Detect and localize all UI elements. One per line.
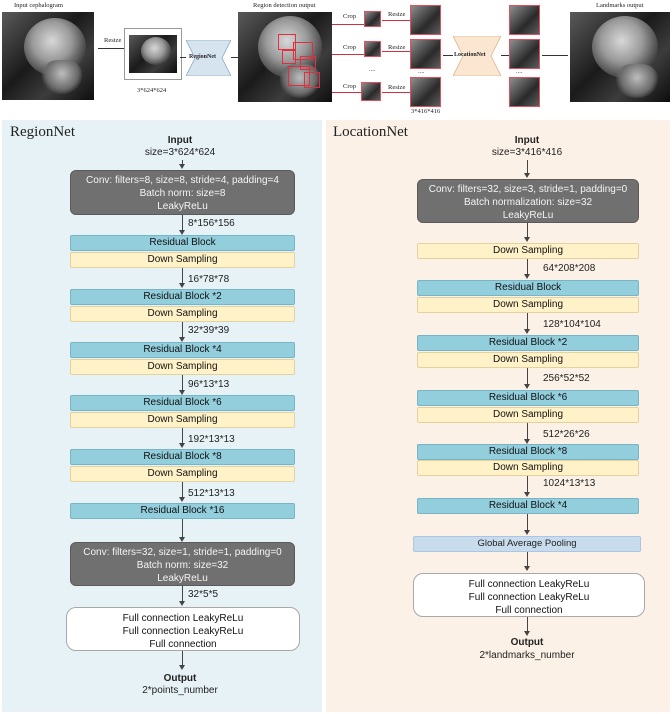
regionnet-down-3: Down Sampling xyxy=(70,359,295,375)
output-thumb-3 xyxy=(509,77,540,107)
input-cephalogram-title: Input cephalogram xyxy=(14,2,63,9)
resized-thumb-2 xyxy=(410,39,441,69)
resize-size-label: 3*624*624 xyxy=(137,87,167,94)
resize-label-1: Resize xyxy=(104,37,122,44)
dots-2: .... xyxy=(418,68,425,75)
regionnet-dim-1: 8*156*156 xyxy=(188,218,235,229)
landmarks-output-title: Landmarks output xyxy=(596,2,644,9)
regionnet-dim-4: 96*13*13 xyxy=(188,379,230,390)
locationnet-input-size: size=3*416*416 xyxy=(491,147,563,158)
locationnet-output-value: 2*landmarks_number xyxy=(479,650,575,661)
resize-size-label-2: 3*416*416 xyxy=(411,108,441,115)
locationnet-down-5: Down Sampling xyxy=(417,460,639,476)
locationnet-residual-4: Residual Block *8 xyxy=(417,444,639,460)
region-detection-image xyxy=(238,12,332,102)
crop-label-3: Crop xyxy=(343,83,356,90)
output-thumb-2 xyxy=(509,39,540,69)
crop-label-1: Crop xyxy=(343,13,356,20)
crop-thumb-2 xyxy=(364,41,381,57)
regionnet-conv1: Conv: filters=8, size=8, stride=4, paddi… xyxy=(70,170,295,215)
output-thumb-1 xyxy=(509,5,540,35)
regionnet-down-5: Down Sampling xyxy=(70,466,295,482)
regionnet-dim-2: 16*78*78 xyxy=(188,274,230,285)
region-detection-title: Region detection output xyxy=(253,2,316,9)
regionnet-down-2: Down Sampling xyxy=(70,306,295,322)
regionnet-down-1: Down Sampling xyxy=(70,252,295,268)
locationnet-down-1: Down Sampling xyxy=(417,243,639,259)
regionnet-residual-4: Residual Block *6 xyxy=(70,395,295,411)
resize-label-row2: Resize xyxy=(388,44,406,51)
locationnet-dim-4: 512*26*26 xyxy=(543,429,590,440)
locationnet-output-label: Output xyxy=(510,637,544,648)
locationnet-gap: Global Average Pooling xyxy=(413,536,641,552)
locationnet-block xyxy=(453,36,501,76)
resized-thumb-1 xyxy=(410,5,441,35)
regionnet-dim-6: 512*13*13 xyxy=(188,488,235,499)
regionnet-down-4: Down Sampling xyxy=(70,412,295,428)
regionnet-block-label: RegionNet xyxy=(189,54,216,60)
regionnet-dim-5: 192*13*13 xyxy=(188,434,235,445)
locationnet-residual-1: Residual Block xyxy=(417,280,639,296)
regionnet-residual-6: Residual Block *16 xyxy=(70,503,295,519)
locationnet-down-4: Down Sampling xyxy=(417,407,639,423)
resized-frame xyxy=(124,28,182,80)
regionnet-output-label: Output xyxy=(163,673,197,684)
landmarks-output-image xyxy=(570,12,670,102)
locationnet-residual-2: Residual Block *2 xyxy=(417,335,639,351)
resize-label-row3: Resize xyxy=(388,84,406,91)
resize-label-row1: Resize xyxy=(388,11,406,18)
regionnet-residual-1: Residual Block xyxy=(70,235,295,251)
regionnet-residual-2: Residual Block *2 xyxy=(70,289,295,305)
locationnet-title: LocationNet xyxy=(333,124,408,140)
dots-1: .... xyxy=(369,66,376,73)
regionnet-conv2: Conv: filters=32, size=1, stride=1, padd… xyxy=(70,542,295,586)
regionnet-residual-5: Residual Block *8 xyxy=(70,449,295,465)
regionnet-title: RegionNet xyxy=(10,124,75,140)
locationnet-residual-5: Residual Block *4 xyxy=(417,498,639,514)
locationnet-block-label: LocationNet xyxy=(454,52,486,58)
locationnet-input-label: Input xyxy=(514,135,540,146)
locationnet-dim-2: 128*104*104 xyxy=(543,319,601,330)
arrow-1 xyxy=(98,48,124,49)
regionnet-dim-7: 32*5*5 xyxy=(188,589,219,600)
locationnet-conv1: Conv: filters=32, size=3, stride=1, padd… xyxy=(417,179,639,223)
resized-thumb-3 xyxy=(410,77,441,107)
regionnet-input-label: Input xyxy=(167,135,193,146)
regionnet-block xyxy=(186,40,231,76)
regionnet-output-value: 2*points_number xyxy=(142,685,218,696)
regionnet-residual-3: Residual Block *4 xyxy=(70,342,295,358)
input-cephalogram-image xyxy=(2,12,94,100)
locationnet-down-2: Down Sampling xyxy=(417,297,639,313)
crop-thumb-3 xyxy=(361,82,381,101)
crop-thumb-1 xyxy=(364,11,381,27)
regionnet-dim-3: 32*39*39 xyxy=(188,325,230,336)
crop-label-2: Crop xyxy=(343,44,356,51)
locationnet-down-3: Down Sampling xyxy=(417,352,639,368)
dots-3: .... xyxy=(516,68,523,75)
locationnet-dim-1: 64*208*208 xyxy=(543,263,596,274)
regionnet-input-size: size=3*624*624 xyxy=(144,147,216,158)
locationnet-dim-5: 1024*13*13 xyxy=(543,478,596,489)
locationnet-residual-3: Residual Block *6 xyxy=(417,390,639,406)
locationnet-dim-3: 256*52*52 xyxy=(543,373,590,384)
